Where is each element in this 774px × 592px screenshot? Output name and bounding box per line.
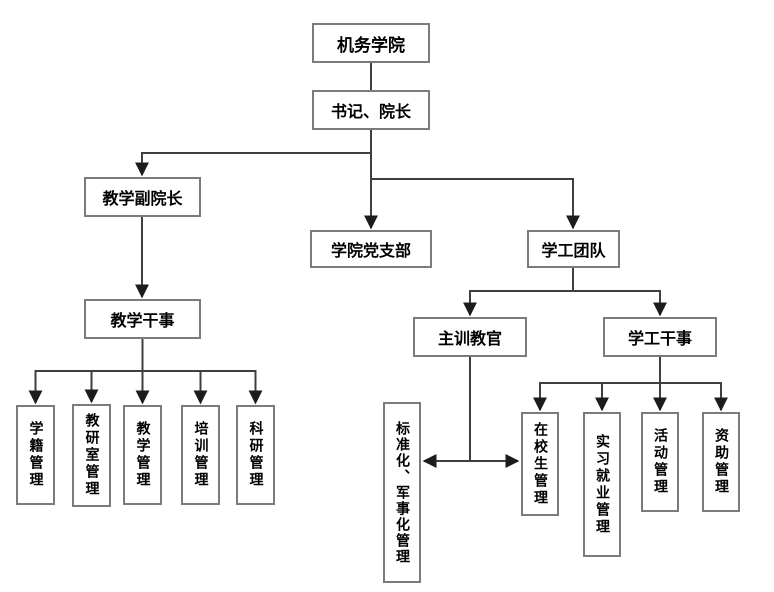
edges-studentteam-children [463, 268, 667, 317]
node-activity-mgmt: 活动管理 [641, 412, 679, 512]
edges-teachingclerk-children [28, 339, 263, 405]
node-party-branch: 学院党支部 [310, 230, 432, 268]
node-standardization-militarization-mgmt: 标准化、军事化管理 [383, 402, 421, 583]
node-internship-employment-mgmt: 实习就业管理 [583, 412, 621, 557]
node-student-work-clerk: 学工干事 [603, 317, 717, 357]
node-enrolled-students-mgmt: 在校生管理 [521, 412, 559, 516]
node-teaching-vice-dean: 教学副院长 [84, 177, 201, 217]
node-teaching-research-office-mgmt: 教研室管理 [72, 404, 111, 507]
node-teaching-mgmt: 教学管理 [123, 405, 162, 505]
node-research-mgmt: 科研管理 [236, 405, 275, 505]
edges-studentclerk-children [533, 357, 728, 412]
node-student-registration-mgmt: 学籍管理 [16, 405, 55, 505]
node-training-mgmt: 培训管理 [181, 405, 220, 505]
edges-secretary-children [135, 130, 580, 230]
node-secretary-dean: 书记、院长 [312, 90, 430, 130]
node-college: 机务学院 [312, 23, 430, 63]
node-subsidy-mgmt: 资助管理 [702, 412, 740, 512]
node-teaching-clerk: 教学干事 [84, 299, 201, 339]
node-student-work-team: 学工团队 [527, 230, 620, 268]
edges-trainer-double-arrow [422, 357, 520, 468]
node-chief-training-officer: 主训教官 [413, 317, 527, 357]
